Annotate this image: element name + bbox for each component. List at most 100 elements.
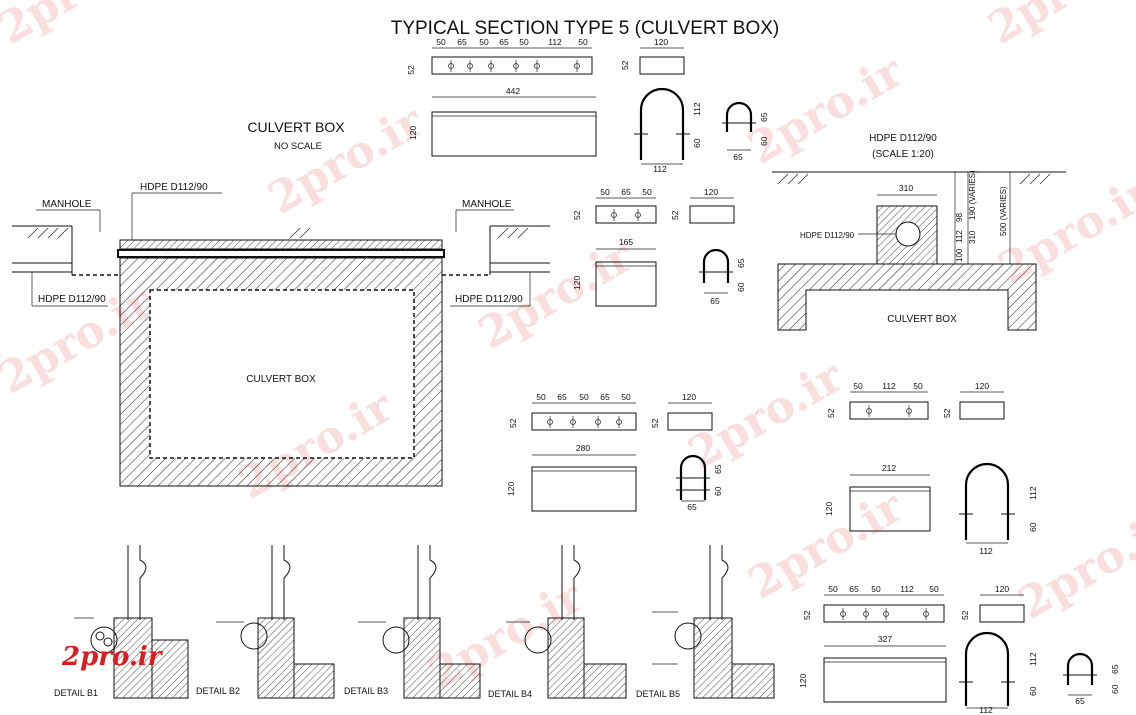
rebar-group-165: 50 65 50 52 120 52 165 120 65 60 65 (572, 187, 746, 307)
svg-text:52: 52 (508, 418, 518, 428)
svg-text:52: 52 (572, 210, 582, 220)
rebar-group-280: 50 65 50 65 50 52 120 52 280 120 65 60 65 (506, 392, 723, 512)
svg-text:212: 212 (882, 463, 896, 473)
svg-text:50: 50 (519, 37, 529, 47)
svg-text:52: 52 (650, 418, 660, 428)
svg-text:280: 280 (576, 443, 590, 453)
section-pipe-label: HDPE D112/90 (800, 231, 855, 240)
svg-text:327: 327 (878, 634, 892, 644)
svg-text:65: 65 (621, 187, 631, 197)
watermark-text: 2pro.ir (740, 481, 912, 610)
detail-label: DETAIL B5 (636, 689, 680, 699)
svg-text:190 (VARIES): 190 (VARIES) (968, 170, 977, 220)
svg-text:120: 120 (704, 187, 718, 197)
svg-text:50: 50 (642, 187, 652, 197)
svg-text:120: 120 (798, 674, 808, 688)
svg-text:65: 65 (733, 152, 743, 162)
detail-label: DETAIL B2 (196, 686, 240, 696)
hdpe-left-label: HDPE D112/90 (38, 294, 106, 305)
svg-text:50: 50 (621, 392, 631, 402)
svg-text:100: 100 (955, 248, 964, 262)
svg-text:60: 60 (1028, 686, 1038, 696)
detail-label: DETAIL B1 (54, 688, 98, 698)
drawing-title: TYPICAL SECTION TYPE 5 (CULVERT BOX) (391, 18, 780, 39)
svg-text:50: 50 (479, 37, 489, 47)
svg-text:60: 60 (1110, 684, 1120, 694)
svg-text:50: 50 (929, 584, 939, 594)
svg-text:112: 112 (955, 230, 964, 243)
svg-text:50: 50 (579, 392, 589, 402)
svg-text:60: 60 (736, 282, 746, 292)
hdpe-top-label: HDPE D112/90 (140, 182, 208, 193)
svg-text:65: 65 (759, 112, 769, 122)
svg-text:165: 165 (619, 237, 633, 247)
detail-b5: DETAIL B5 (636, 545, 775, 699)
svg-text:120: 120 (682, 392, 696, 402)
svg-text:50: 50 (600, 187, 610, 197)
main-subheading: NO SCALE (274, 141, 322, 152)
svg-text:65: 65 (849, 584, 859, 594)
manhole-left-label: MANHOLE (42, 199, 92, 210)
svg-text:50: 50 (871, 584, 881, 594)
section-culvert-label: CULVERT BOX (887, 314, 957, 325)
watermark-text: 2pro.ir (1010, 501, 1136, 630)
svg-text:65: 65 (736, 258, 746, 268)
svg-text:112: 112 (882, 381, 896, 391)
svg-text:112: 112 (1028, 486, 1038, 500)
svg-text:50: 50 (536, 392, 546, 402)
hdpe-right-label: HDPE D112/90 (455, 294, 523, 305)
svg-text:65: 65 (499, 37, 509, 47)
watermark-text: 2pro.ir (260, 96, 432, 225)
detail-label: DETAIL B4 (488, 689, 532, 699)
svg-text:52: 52 (960, 610, 970, 620)
svg-text:112: 112 (1028, 652, 1038, 666)
svg-text:60: 60 (692, 138, 702, 148)
detail-b1: DETAIL B1 (54, 545, 189, 699)
svg-text:310: 310 (899, 183, 913, 193)
svg-text:52: 52 (670, 210, 680, 220)
section-hdpe-title: HDPE D112/90 (869, 133, 937, 144)
svg-text:60: 60 (759, 136, 769, 146)
section-view: HDPE D112/90 (SCALE 1:20) 310 HDPE D112/… (772, 133, 1066, 331)
svg-text:120: 120 (572, 276, 582, 290)
section-scale: (SCALE 1:20) (872, 149, 934, 160)
svg-text:112: 112 (900, 584, 914, 594)
svg-text:65: 65 (1110, 664, 1120, 674)
svg-text:65: 65 (600, 392, 610, 402)
svg-text:112: 112 (979, 546, 993, 556)
manhole-right-label: MANHOLE (462, 199, 512, 210)
watermark-text: 2pro.ir (980, 0, 1136, 55)
svg-text:120: 120 (408, 126, 418, 140)
svg-text:50: 50 (913, 381, 923, 391)
svg-text:65: 65 (713, 464, 723, 474)
svg-text:50: 50 (578, 37, 588, 47)
svg-text:60: 60 (713, 486, 723, 496)
svg-text:112: 112 (979, 705, 993, 715)
detail-b3: DETAIL B3 (344, 545, 481, 699)
svg-text:112: 112 (653, 164, 667, 174)
svg-text:120: 120 (506, 482, 516, 496)
svg-text:50: 50 (436, 37, 446, 47)
svg-text:50: 50 (853, 381, 863, 391)
site-logo: 2pro.ir (61, 642, 164, 672)
detail-label: DETAIL B3 (344, 686, 388, 696)
svg-text:120: 120 (824, 502, 834, 516)
svg-text:65: 65 (710, 296, 720, 306)
watermark-text: 2pro.ir (0, 0, 162, 55)
svg-text:65: 65 (687, 502, 697, 512)
svg-text:52: 52 (406, 65, 416, 75)
svg-text:310: 310 (968, 230, 977, 244)
svg-text:65: 65 (557, 392, 567, 402)
watermark-text: 2pro.ir (230, 381, 402, 510)
svg-text:52: 52 (620, 60, 630, 70)
svg-text:500 (VARIES): 500 (VARIES) (999, 186, 1008, 236)
svg-text:112: 112 (692, 102, 702, 116)
svg-text:120: 120 (975, 381, 989, 391)
svg-text:50: 50 (828, 584, 838, 594)
svg-text:120: 120 (995, 584, 1009, 594)
svg-text:442: 442 (506, 86, 520, 96)
